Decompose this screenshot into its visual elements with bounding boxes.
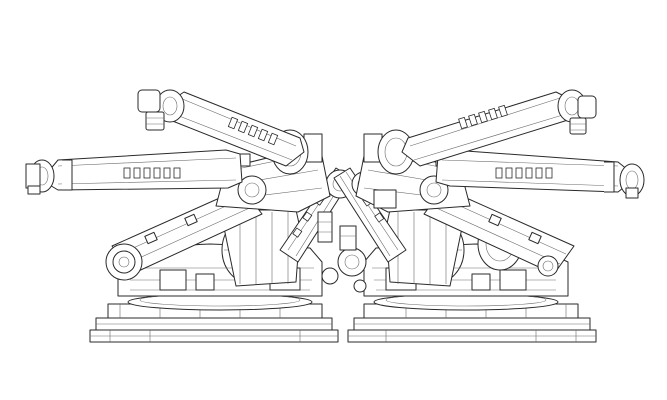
left-robot-arm: [25, 89, 355, 343]
left-base: [89, 293, 339, 343]
right-base: [347, 293, 597, 343]
right-forearm-lower: [435, 149, 645, 199]
left-shoulder-motor: [221, 209, 301, 287]
right-robot-arm: [333, 89, 645, 343]
center-joint-details: [317, 211, 367, 293]
left-forearm-upper: [137, 89, 305, 167]
right-forearm-upper: [401, 89, 597, 167]
left-forearm-lower: [25, 149, 243, 195]
left-lower-arm: [105, 167, 355, 281]
